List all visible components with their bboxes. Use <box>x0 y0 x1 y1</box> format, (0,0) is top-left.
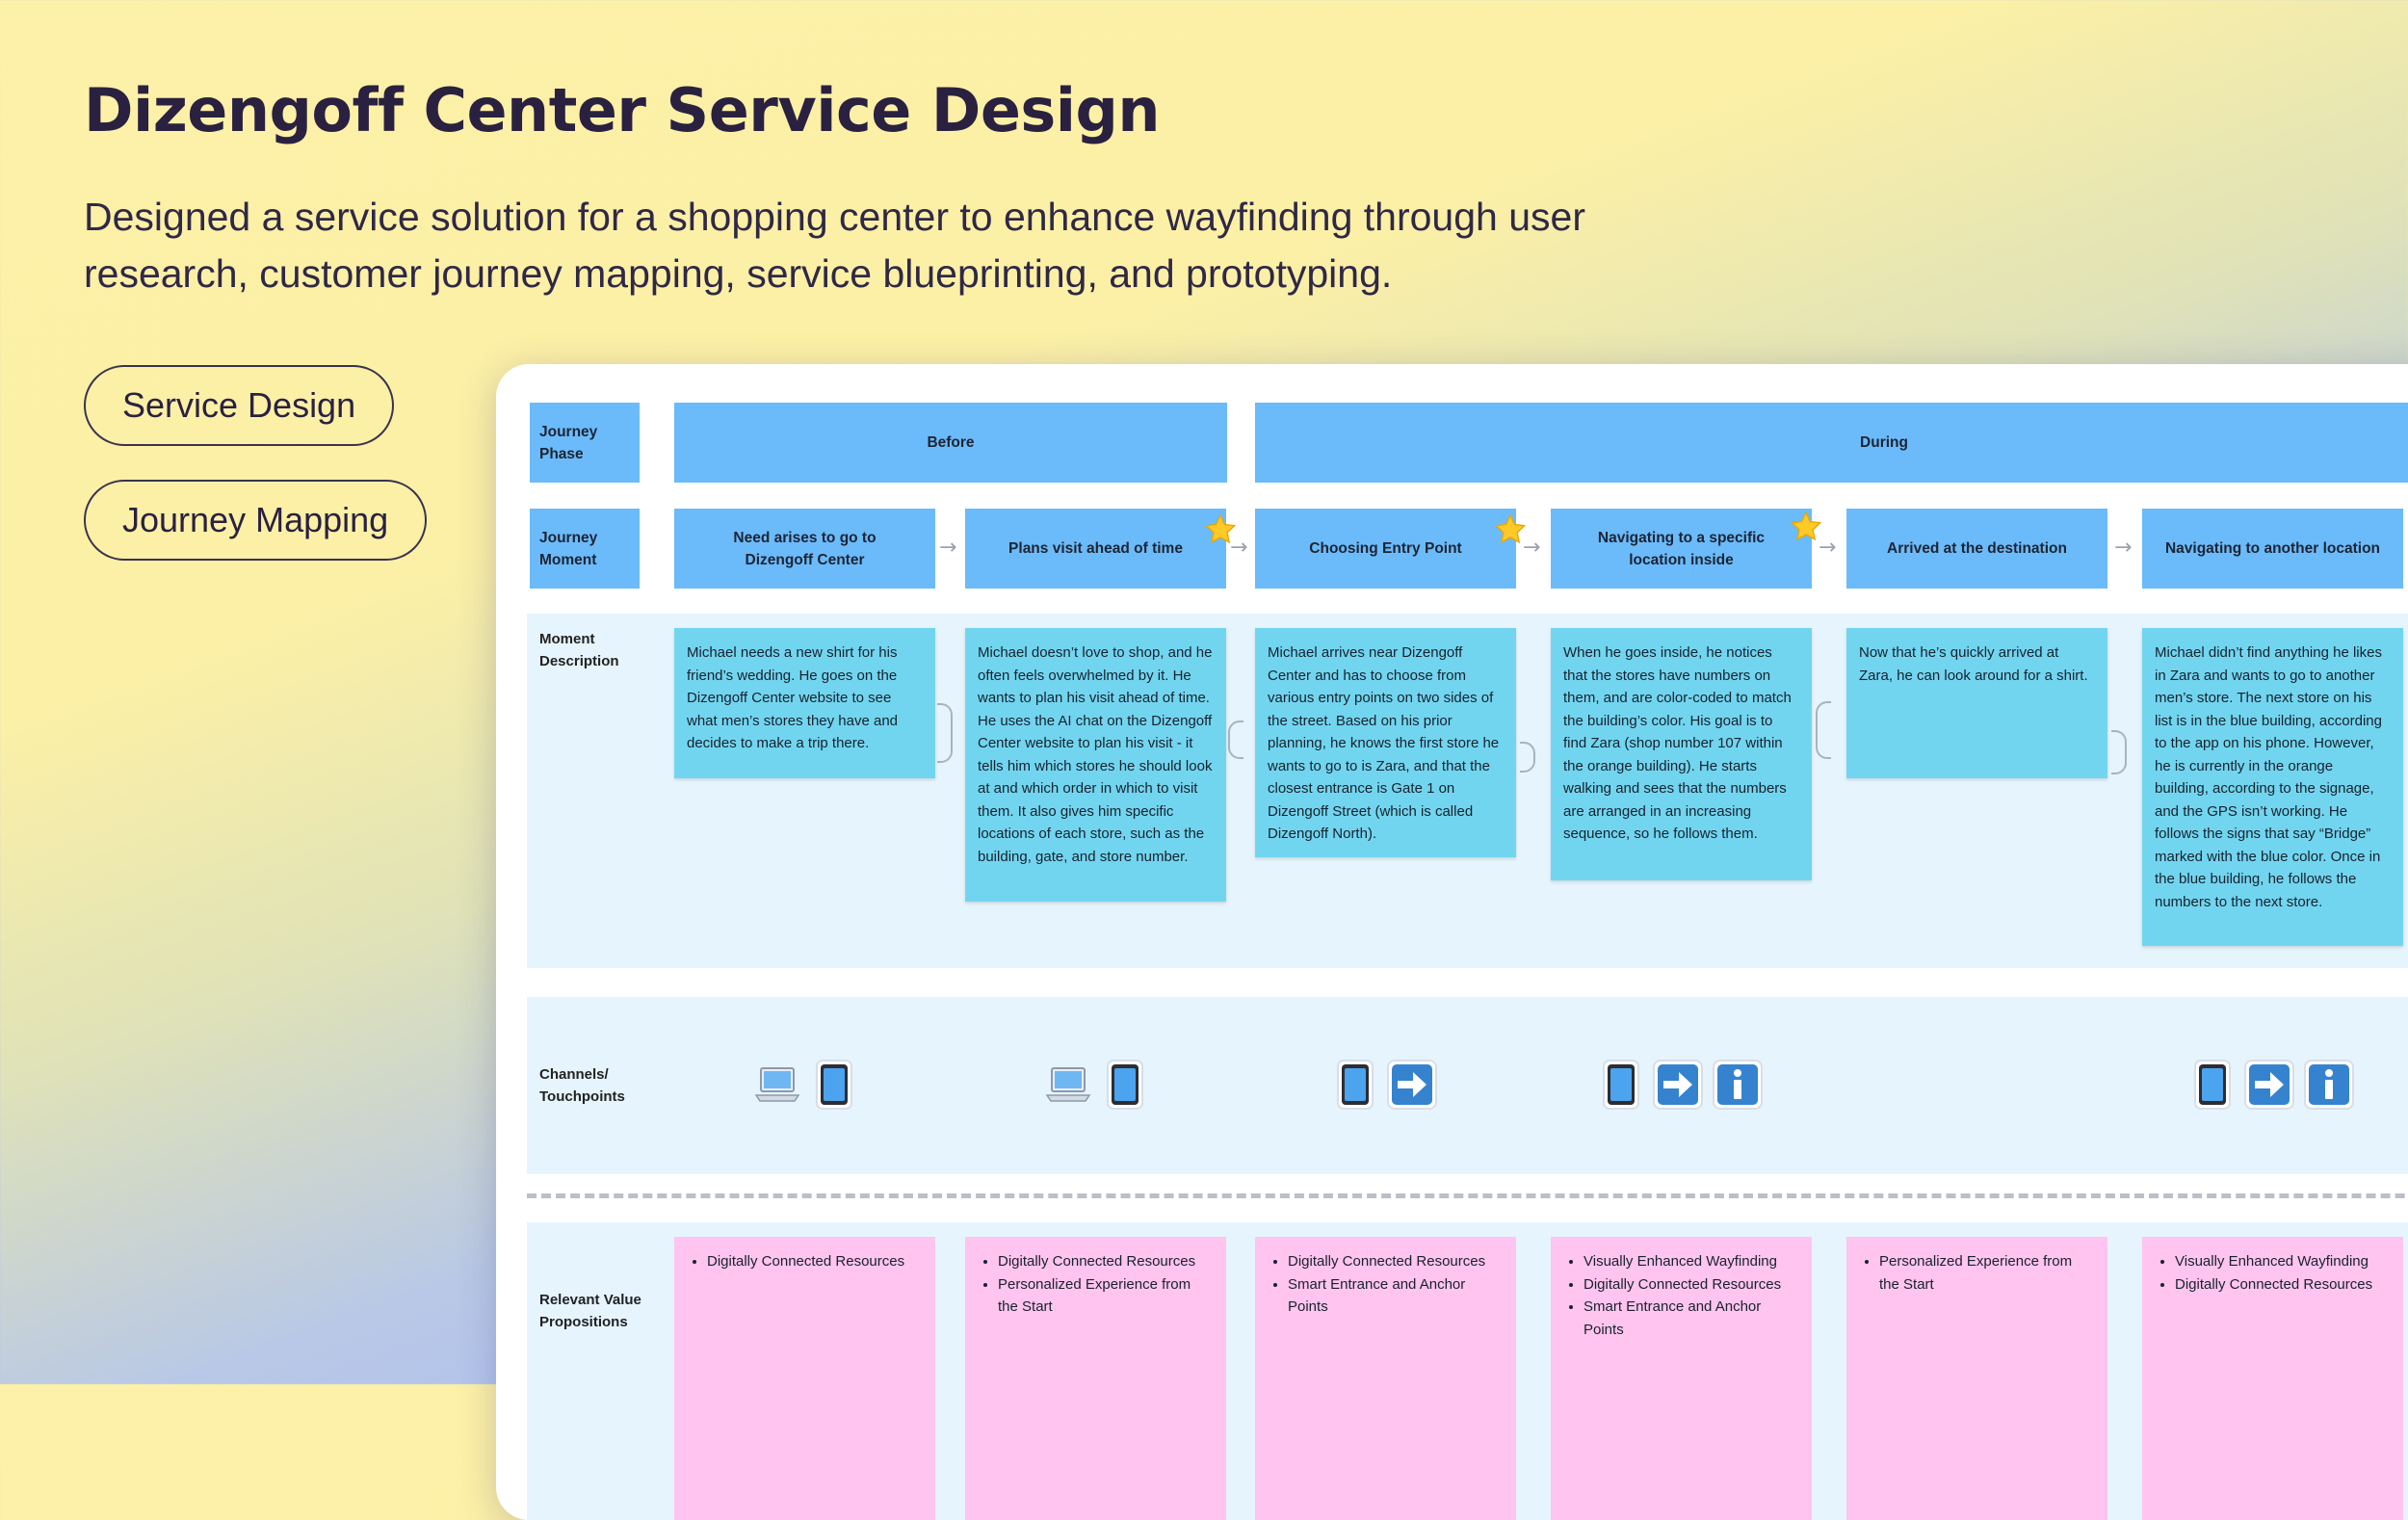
page-subtitle: Designed a service solution for a shoppi… <box>84 195 1585 296</box>
laptop-icon <box>1042 1059 1094 1111</box>
tablet-icon <box>1102 1059 1148 1111</box>
laptop-icon <box>751 1059 803 1111</box>
tablet-icon <box>2189 1059 2236 1111</box>
card-connector <box>1520 742 1535 773</box>
info-icon <box>1712 1059 1764 1111</box>
moment-card: Plans visit ahead of time <box>965 509 1226 589</box>
tag-service-design[interactable]: Service Design <box>84 365 395 446</box>
card-connector <box>1228 721 1243 759</box>
value-prop-item: Digitally Connected Resources <box>1584 1273 1800 1297</box>
journey-map-board: Journey Phase Journey Moment Moment Desc… <box>496 364 2408 1520</box>
moment-card: Navigating to another location <box>2142 509 2403 589</box>
card-connector <box>937 703 953 763</box>
value-prop-item: Personalized Experience from the Start <box>1879 1250 2096 1296</box>
description-card: When he goes inside, he notices that the… <box>1551 628 1812 880</box>
value-prop-card: Visually Enhanced WayfindingDigitally Co… <box>2142 1237 2403 1520</box>
moment-card: Choosing Entry Point <box>1255 509 1516 589</box>
phase-before: Before <box>674 403 1227 483</box>
flow-arrow-icon: → <box>1819 536 1837 560</box>
row-label-description: Moment Description <box>539 631 619 669</box>
value-prop-item: Digitally Connected Resources <box>707 1250 924 1273</box>
description-card: Michael needs a new shirt for his friend… <box>674 628 935 778</box>
value-prop-item: Personalized Experience from the Start <box>998 1273 1215 1319</box>
value-prop-card: Digitally Connected ResourcesSmart Entra… <box>1255 1237 1516 1520</box>
value-prop-card: Digitally Connected Resources <box>674 1237 935 1520</box>
flow-arrow-icon: → <box>1230 536 1248 560</box>
moment-card: Navigating to a specific location inside <box>1551 509 1812 589</box>
card-connector <box>1816 701 1831 759</box>
flow-arrow-icon: → <box>939 536 957 560</box>
row-label-moment: Journey Moment <box>530 509 640 589</box>
row-label-value: Relevant Value Propositions <box>539 1292 641 1330</box>
arrow-sign-icon <box>1386 1059 1438 1111</box>
value-prop-item: Digitally Connected Resources <box>2175 1273 2392 1297</box>
description-card: Now that he’s quickly arrived at Zara, h… <box>1846 628 2107 778</box>
description-card: Michael arrives near Dizengoff Center an… <box>1255 628 1516 857</box>
description-card: Michael doesn’t love to shop, and he oft… <box>965 628 1226 902</box>
star-icon <box>1494 513 1527 544</box>
arrow-sign-icon <box>2243 1059 2295 1111</box>
value-prop-card: Digitally Connected ResourcesPersonalize… <box>965 1237 1226 1520</box>
tablet-icon <box>1598 1059 1644 1111</box>
phase-during: During <box>1255 403 2408 483</box>
moment-card: Need arises to go to Dizengoff Center <box>674 509 935 589</box>
row-label-moment-text: Journey Moment <box>539 529 598 568</box>
value-prop-item: Digitally Connected Resources <box>998 1250 1215 1273</box>
line-of-interaction <box>527 1193 2408 1198</box>
value-prop-card: Visually Enhanced WayfindingDigitally Co… <box>1551 1237 1812 1520</box>
page-title: Dizengoff Center Service Design <box>84 75 1161 145</box>
tag-journey-mapping[interactable]: Journey Mapping <box>84 480 428 561</box>
info-icon <box>2303 1059 2355 1111</box>
tablet-icon <box>811 1059 857 1111</box>
value-prop-item: Digitally Connected Resources <box>1288 1250 1505 1273</box>
arrow-sign-icon <box>1652 1059 1704 1111</box>
value-prop-item: Visually Enhanced Wayfinding <box>1584 1250 1800 1273</box>
value-prop-item: Smart Entrance and Anchor Points <box>1288 1273 1505 1319</box>
moment-card: Arrived at the destination <box>1846 509 2107 589</box>
flow-arrow-icon: → <box>2114 536 2133 560</box>
value-prop-card: Personalized Experience from the Start <box>1846 1237 2107 1520</box>
channels-lane <box>527 997 2408 1174</box>
flow-arrow-icon: → <box>1523 536 1541 560</box>
value-prop-item: Visually Enhanced Wayfinding <box>2175 1250 2392 1273</box>
star-icon <box>1204 513 1237 544</box>
value-prop-item: Smart Entrance and Anchor Points <box>1584 1296 1800 1341</box>
star-icon <box>1790 511 1822 541</box>
card-connector <box>2111 730 2127 774</box>
tablet-icon <box>1332 1059 1378 1111</box>
row-label-phase: Journey Phase <box>530 403 640 483</box>
row-label-channels: Channels/ Touchpoints <box>539 1066 625 1105</box>
description-card: Michael didn’t find anything he likes in… <box>2142 628 2403 946</box>
row-label-phase-text: Journey Phase <box>539 423 598 462</box>
